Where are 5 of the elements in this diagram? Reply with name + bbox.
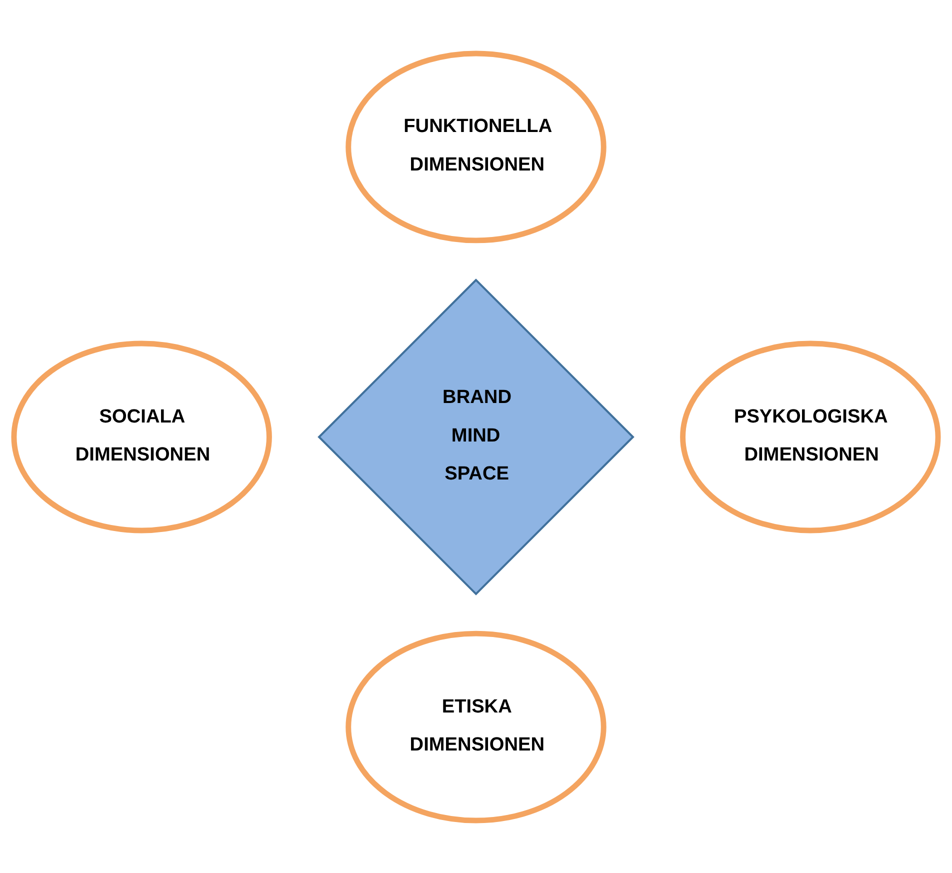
node-ellipse: FUNKTIONELLA DIMENSIONEN xyxy=(346,50,606,243)
node-ellipse: SOCIALA DIMENSIONEN xyxy=(11,340,272,533)
node-ellipse: PSYKOLOGISKA DIMENSIONEN xyxy=(680,340,941,533)
node-ellipse: ETISKA DIMENSIONEN xyxy=(346,630,606,823)
node-diamond: BRAND MIND SPACE xyxy=(318,278,634,595)
